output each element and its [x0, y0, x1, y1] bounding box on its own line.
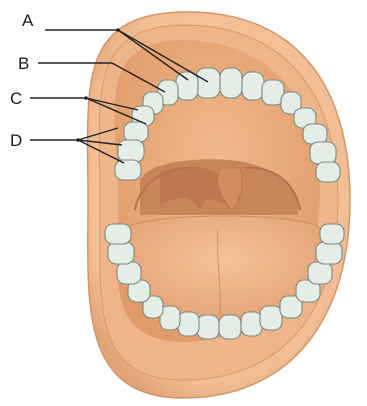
label-a: A — [22, 12, 33, 29]
label-d: D — [10, 132, 22, 149]
label-b: B — [18, 55, 29, 72]
label-c: C — [10, 90, 22, 107]
